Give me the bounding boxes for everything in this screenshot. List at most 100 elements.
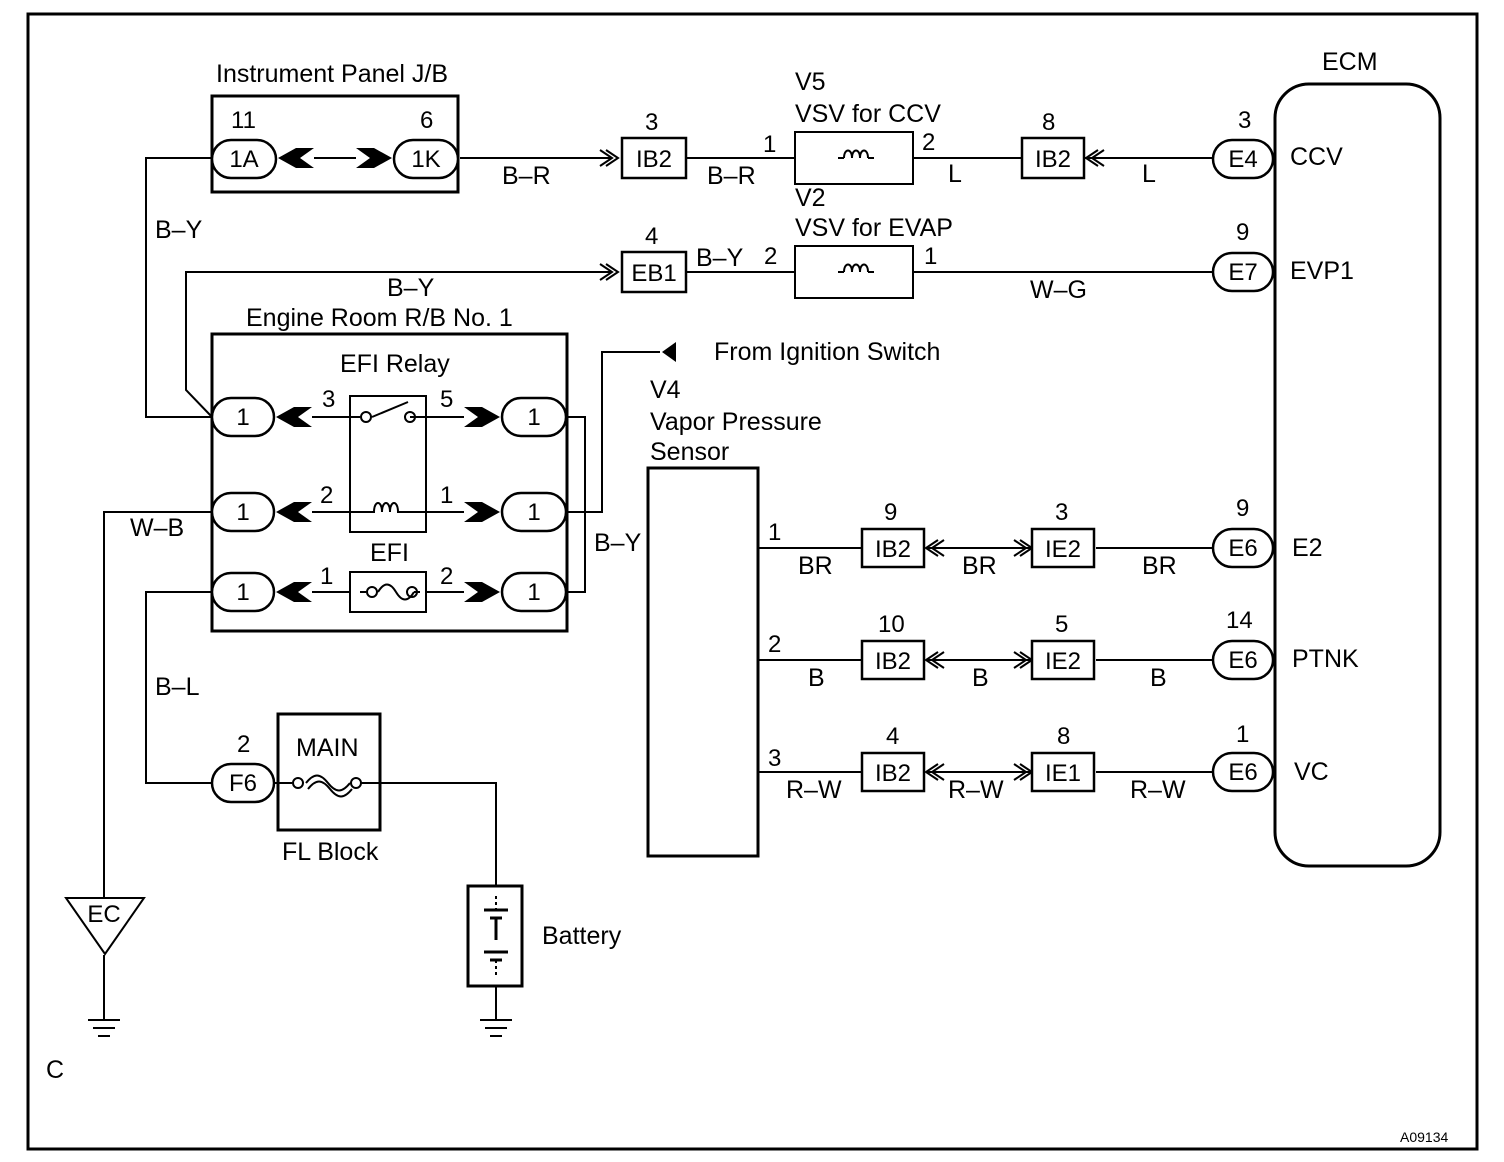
er-terminal-left-3: 1 [236,579,249,606]
vsv-evap-code: V2 [795,184,826,212]
connector-ib2-top: IB2 [636,146,672,173]
connector-e4: E4 [1228,146,1257,173]
sensor-pin-3: 3 [768,745,781,772]
wire-by-evap-b: B–Y [696,244,744,272]
connector-ie2-r1: IE2 [1045,536,1081,563]
vsv-ccv-pin-out: 2 [922,129,935,156]
instrument-panel-jb: Instrument Panel J/B 11 6 1A 1K [210,60,460,194]
wire-l-2: L [1142,160,1156,188]
ccv-circuit: 3 IB2 B–R B–R V5 VSV for CCV 1 2 L 8 IB2… [502,68,1156,190]
vsv-evap-box [794,245,914,299]
efi-relay-box [349,395,427,533]
battery-ground-icon [480,1019,512,1037]
battery: Battery [466,884,622,1037]
ground-ec: EC [64,897,146,1037]
wire-wg: W–G [1030,276,1087,304]
ground-ec-icon [88,1019,120,1037]
connector-f6: F6 [229,770,257,797]
er-terminal-left-1: 1 [236,404,249,431]
ecm-box [1273,82,1442,868]
connector-1k: 1K [411,146,440,173]
wire-bl: B–L [155,673,200,701]
engine-room-box [210,332,569,633]
relay-pin-3: 3 [322,386,335,413]
vsv-ccv-code: V5 [795,68,826,96]
vsv-evap-pin-in: 2 [764,243,777,270]
ib2-r3-pin: 4 [886,723,899,750]
ecm-pin-e2: 9 [1236,495,1249,522]
relay-pin-1: 1 [440,482,453,509]
main-fuse-label: MAIN [296,734,359,762]
vsv-evap-name: VSV for EVAP [795,214,953,242]
er-terminal-right-2: 1 [527,499,540,526]
sensor-name-line1: Vapor Pressure [650,408,822,436]
efi-relay-switch-icon [350,401,426,418]
connector-ib2-r1: IB2 [875,536,911,563]
wire-rw-a: R–W [786,776,842,804]
wire-b-b: B [972,664,989,692]
sensor-code: V4 [650,376,681,404]
wire-by-left: B–Y [155,216,203,244]
wire-br-c: BR [1142,552,1177,580]
ecm-pin-ccv: 3 [1238,107,1251,134]
ecm-terminal-e2: E2 [1292,534,1323,562]
sensor-pin-1: 1 [768,519,781,546]
ecm-pin-ptnk: 14 [1226,607,1253,634]
wire-l-1: L [948,160,962,188]
er-terminal-right-1: 1 [527,404,540,431]
frame [26,12,1479,1151]
fl-block-box [276,712,382,832]
engine-room-title: Engine Room R/B No. 1 [246,304,513,332]
efi-fuse-title: EFI [370,539,409,567]
fl-block: 2 F6 MAIN FL Block [210,712,382,866]
sensor-box [646,466,760,858]
wire-b-a: B [808,664,825,692]
sensor-name-line2: Sensor [650,438,729,466]
ie2-r2-pin: 5 [1055,611,1068,638]
ecm: ECM 3 E4 CCV 9 E7 EVP1 9 E6 E2 14 E6 PTN… [1211,48,1442,868]
ib2-r2-pin: 10 [878,611,905,638]
ecm-terminal-vc: VC [1294,758,1329,786]
relay-pin-5: 5 [440,386,453,413]
battery-label: Battery [542,922,622,950]
sensor-pin-2: 2 [768,631,781,658]
er-terminal-right-3: 1 [527,579,540,606]
ecm-terminal-ptnk: PTNK [1292,645,1359,673]
figure-id: A09134 [1400,1129,1448,1145]
corner-label: C [46,1056,64,1084]
ground-label: EC [87,901,120,928]
vsv-ccv-box [794,131,914,185]
vsv-evap-coil-icon [838,263,874,273]
connector-1a: 1A [229,146,258,173]
wire-b-c: B [1150,664,1167,692]
instrument-panel-title: Instrument Panel J/B [216,60,448,88]
connector-eb1: EB1 [631,260,676,287]
connector-e6-ptnk: E6 [1228,647,1257,674]
ecm-title: ECM [1322,48,1378,76]
instrument-panel-left-pin: 11 [231,107,256,134]
engine-room-rb: Engine Room R/B No. 1 EFI Relay 1 1 1 1 … [210,304,569,633]
ib2-r1-pin: 9 [884,499,897,526]
wire-rw-b: R–W [948,776,1004,804]
fuse-pin-1: 1 [320,563,333,590]
wire-wb: W–B [130,514,184,542]
connector-ie2-r2: IE2 [1045,648,1081,675]
connector-e6-e2: E6 [1228,535,1257,562]
wire-br-a: BR [798,552,833,580]
vapor-pressure-sensor: V4 Vapor Pressure Sensor 1 2 3 [646,376,822,858]
wire-br-b: BR [962,552,997,580]
wire-br-1: B–R [502,162,551,190]
ecm-pin-evp1: 9 [1236,219,1249,246]
efi-fuse-box [349,571,427,613]
vsv-ccv-coil-icon [838,149,874,159]
efi-relay-title: EFI Relay [340,350,450,378]
ie2-r1-pin: 3 [1055,499,1068,526]
eb1-pin: 4 [645,223,658,250]
evap-circuit: B–Y B–Y 4 EB1 B–Y V2 VSV for EVAP 2 1 W–… [155,184,1087,304]
ecm-terminal-ccv: CCV [1290,143,1343,171]
connector-ib2-ccv: IB2 [1035,146,1071,173]
ib2-top-pin: 3 [645,109,658,136]
ignition-label: From Ignition Switch [714,338,940,366]
er-terminal-left-2: 1 [236,499,249,526]
